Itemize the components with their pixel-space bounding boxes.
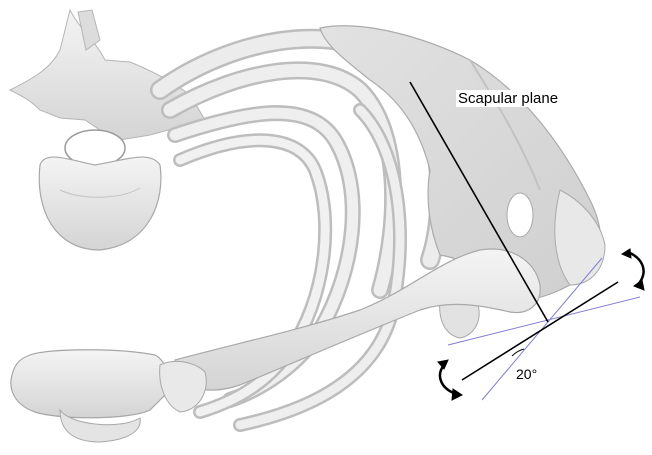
sternum — [11, 350, 206, 442]
scapular-plane-label: Scapular plane — [456, 90, 560, 107]
angle-label: 20° — [516, 366, 537, 382]
rotation-arrow-bottom-icon — [438, 360, 462, 400]
rotation-arrow-top-icon — [622, 249, 644, 290]
